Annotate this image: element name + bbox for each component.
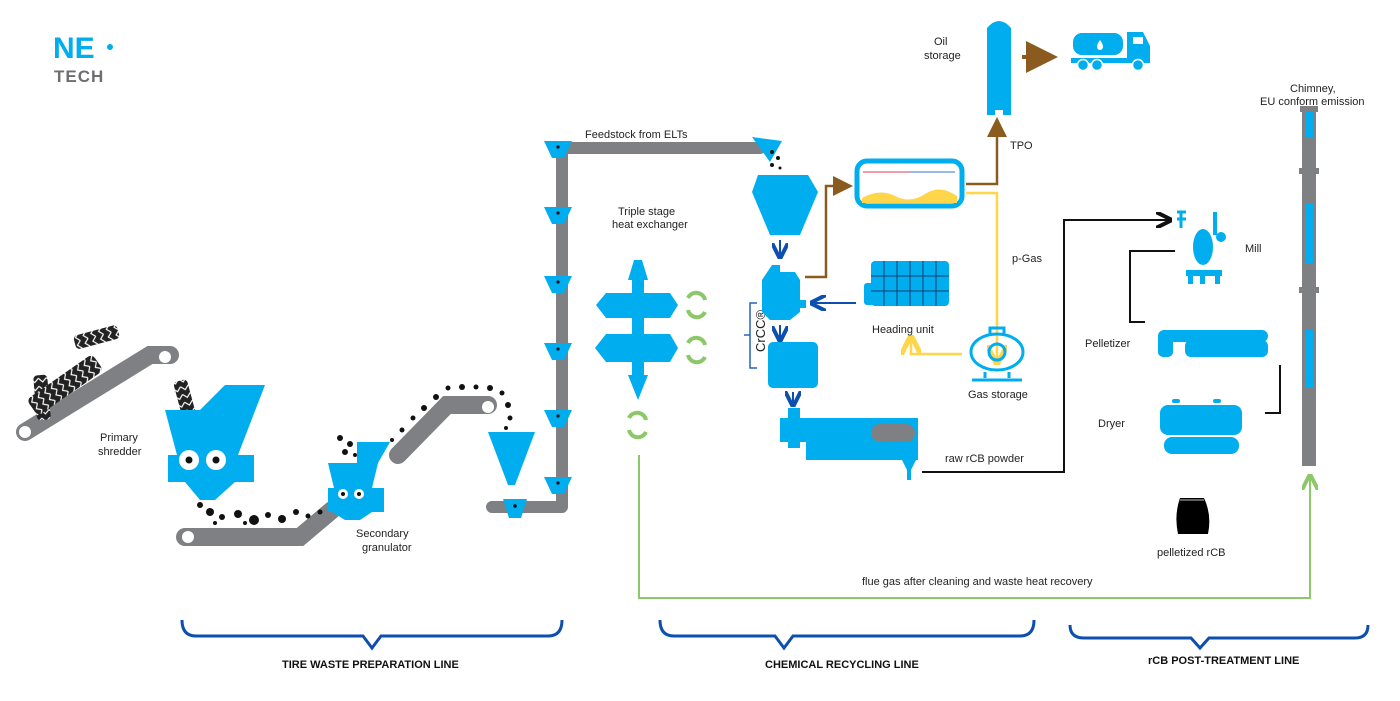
oil-storage-tank-icon [987, 21, 1011, 115]
condenser-icon [854, 158, 965, 209]
primary-shredder-icon [165, 385, 265, 500]
label-oil-storage-1: Oil [934, 36, 947, 48]
crcc-bracket [744, 302, 757, 369]
section-chemical: CHEMICAL RECYCLING LINE [658, 619, 1036, 671]
label-flue-gas: flue gas after cleaning and waste heat r… [862, 576, 1093, 588]
label-feedstock: Feedstock from ELTs [585, 129, 688, 141]
section-label-chemical: CHEMICAL RECYCLING LINE [765, 659, 919, 671]
mill-to-pelletizer-line [1129, 250, 1175, 323]
label-tpo: TPO [1010, 140, 1033, 152]
label-raw-rcb: raw rCB powder [945, 453, 1024, 465]
label-heat-exchanger-2: heat exchanger [612, 219, 688, 231]
logo-ne: NE [53, 32, 95, 65]
label-chimney-2: EU conform emission [1260, 96, 1365, 108]
secondary-granulator-icon [328, 435, 390, 520]
label-dryer: Dryer [1098, 418, 1125, 430]
primary-conveyor [16, 346, 179, 441]
section-label-post-treatment: rCB POST-TREATMENT LINE [1148, 655, 1299, 667]
cooler-icon [768, 342, 818, 388]
logo-dot-icon [107, 44, 113, 50]
gas-storage-icon [969, 326, 1025, 382]
rubber-granules [197, 502, 323, 525]
label-chimney-1: Chimney, [1290, 83, 1336, 95]
reactor-icon [762, 265, 806, 320]
label-secondary-granulator-1: Secondary [356, 528, 409, 540]
label-pelletized-rcb: pelletized rCB [1157, 547, 1225, 559]
rcb-bag-icon [1176, 498, 1210, 534]
label-gas-storage: Gas storage [968, 389, 1028, 401]
label-secondary-granulator-2: granulator [362, 542, 412, 554]
hopper-icon [752, 175, 818, 235]
label-pelletizer: Pelletizer [1085, 338, 1131, 350]
chimney-icon [1299, 106, 1319, 466]
section-tire-waste: TIRE WASTE PREPARATION LINE [180, 619, 564, 671]
bracket-chemical [658, 619, 1036, 651]
label-p-gas: p-Gas [1012, 253, 1042, 265]
label-primary-shredder-2: shredder [98, 446, 142, 458]
mill-icon [1177, 210, 1226, 284]
pelletizer-to-dryer-line [1265, 365, 1281, 414]
logo-tech: TECH [54, 67, 104, 86]
label-heat-exchanger-1: Triple stage [618, 206, 675, 218]
label-oil-storage-2: storage [924, 50, 961, 62]
netech-logo: NE TECH [53, 32, 113, 86]
section-post-treatment: rCB POST-TREATMENT LINE [1068, 624, 1370, 667]
p-gas-flow-line [966, 191, 997, 360]
discharge-screw-icon [780, 408, 918, 480]
bracket-post-treatment [1068, 624, 1370, 651]
section-label-tire-waste: TIRE WASTE PREPARATION LINE [282, 659, 459, 671]
recycle-icons [627, 290, 707, 440]
dryer-icon [1160, 399, 1242, 454]
raw-rcb-flow-line [922, 220, 1168, 473]
oil-flow-line [805, 176, 853, 279]
funnel-icon [488, 432, 535, 485]
heating-unit-icon [864, 261, 949, 306]
rising-conveyor [389, 396, 497, 464]
label-heading-unit: Heading unit [872, 324, 934, 336]
bucket-elevator [486, 137, 782, 518]
tpo-flow-line [966, 117, 1007, 186]
label-mill: Mill [1245, 243, 1262, 255]
gas-to-heating-line [911, 340, 962, 356]
label-primary-shredder-1: Primary [100, 432, 138, 444]
bracket-tire-waste [180, 619, 564, 651]
flue-gas-line [638, 455, 1310, 599]
granules-on-conveyor [390, 384, 513, 442]
heat-exchanger-icon [595, 260, 678, 400]
lower-conveyor [176, 501, 341, 546]
pelletizer-icon [1158, 330, 1268, 357]
tanker-truck-icon [1071, 32, 1150, 72]
label-crcc: CrCC® [753, 310, 768, 352]
